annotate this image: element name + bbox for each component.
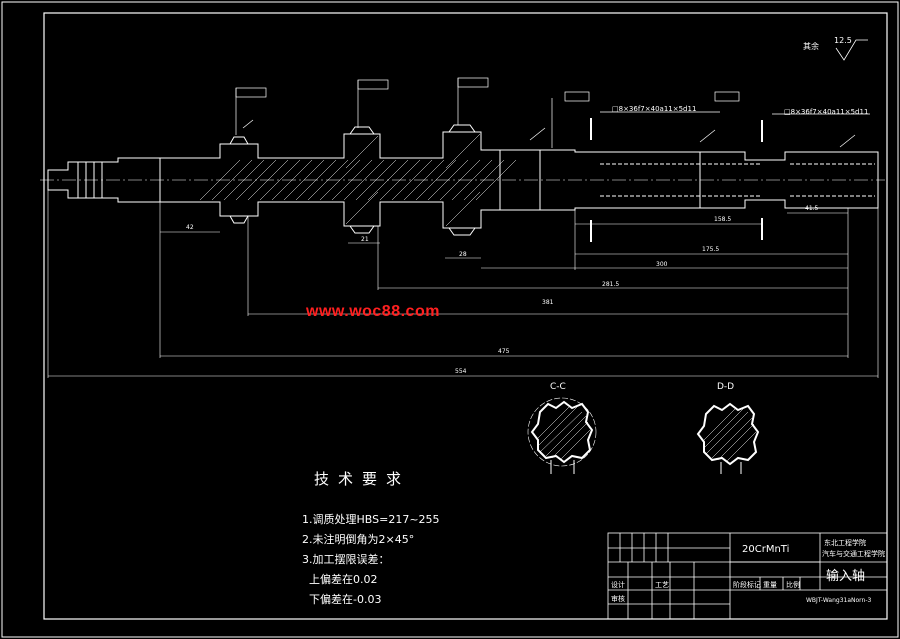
title-block-weight: 重量 [763, 581, 777, 589]
dim-475: 475 [498, 348, 510, 355]
spline-callout-left: □8×36f7×40a11×5d11 [612, 105, 697, 113]
title-block-material: 20CrMnTi [742, 544, 790, 555]
title-block-stage: 阶段标记 [733, 581, 761, 589]
dim-41-5: 41.5 [805, 205, 819, 212]
dim-28: 28 [459, 251, 467, 258]
title-block-school: 东北工程学院 [824, 539, 866, 547]
section-label-cc: C-C [550, 382, 566, 392]
inner-border [43, 12, 888, 620]
section-dd [696, 402, 760, 474]
title-block-part-name: 输入轴 [826, 569, 866, 584]
dim-281-5: 281.5 [602, 281, 620, 288]
tech-requirements-title: 技术要求 [314, 470, 411, 488]
title-block-scale: 比例 [786, 581, 800, 589]
tolerance-callouts [235, 77, 870, 148]
dim-158-5: 158.5 [714, 216, 732, 223]
watermark: www.woc88.com [306, 303, 440, 320]
spline-callout-right: □8×36f7×40a11×5d11 [784, 108, 869, 116]
dim-300: 300 [656, 261, 668, 268]
dim-42: 42 [186, 224, 194, 231]
roughness-label: 其余 [803, 42, 819, 51]
title-block-row-process: 工艺 [655, 581, 669, 589]
roughness-symbol [835, 39, 868, 61]
title-block-row-review: 审核 [611, 595, 625, 603]
dim-554: 554 [455, 368, 467, 375]
title-block-project: 汽车与交通工程学院 [822, 550, 885, 558]
section-label-dd: D-D [717, 382, 735, 392]
section-cc [527, 397, 597, 474]
section-hatching [199, 133, 517, 227]
title-block-row-design: 设计 [611, 581, 625, 589]
shaft-main-view [40, 118, 885, 242]
dim-175-5: 175.5 [702, 246, 720, 253]
dim-21: 21 [361, 236, 369, 243]
tech-req-4: 上偏差在0.02 [302, 573, 378, 586]
tech-req-3: 3.加工摆限误差： [302, 553, 390, 566]
tech-req-1: 1.调质处理HBS=217~255 [302, 513, 440, 526]
tech-req-5: 下偏差在-0.03 [302, 593, 382, 606]
title-block-grid [607, 532, 888, 620]
roughness-value: 12.5 [834, 36, 852, 45]
tech-req-2: 2.未注明倒角为2×45° [302, 533, 415, 546]
dimension-lines [47, 190, 879, 378]
title-block-drawing-no: WBJT-Wang31aNorn-3 [806, 597, 872, 604]
dim-381: 381 [542, 299, 554, 306]
